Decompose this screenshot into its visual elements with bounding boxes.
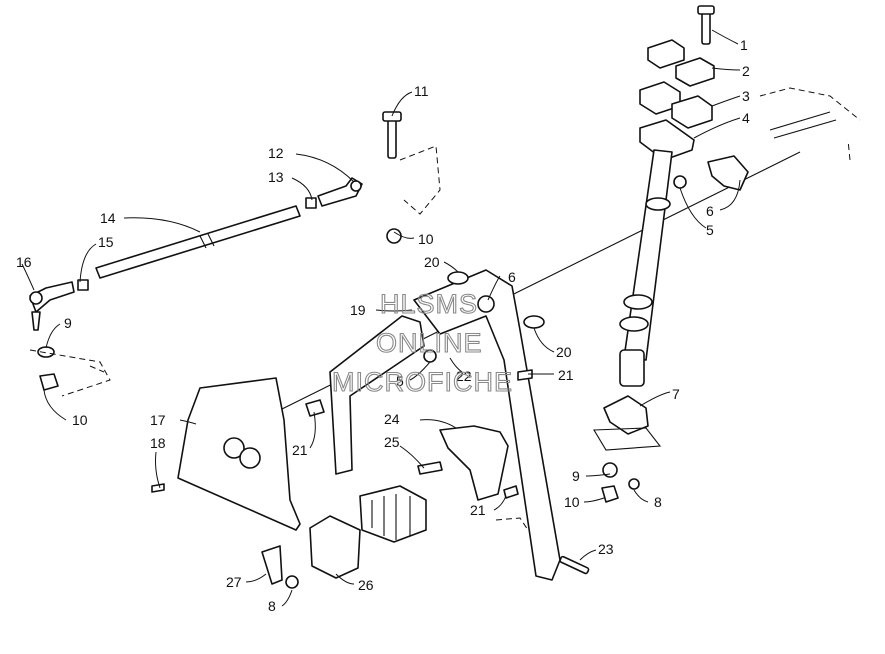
cable-clip-top <box>447 271 469 285</box>
handlebar-outline-lower <box>847 139 851 161</box>
control-box <box>309 515 361 579</box>
frame-hardware-dashed <box>495 517 529 531</box>
steering-support-main <box>413 269 561 581</box>
callout-20b: 20 <box>556 344 572 360</box>
post-collar <box>645 197 671 211</box>
callout-leaders <box>21 29 741 607</box>
box-nut-8 <box>285 575 299 589</box>
panel-screw-18 <box>151 483 165 493</box>
steering-arm-outline <box>399 145 441 215</box>
steering-arm <box>603 395 649 435</box>
control-box-bracket <box>261 545 283 585</box>
cable-clip-right <box>523 315 545 329</box>
steering-support-frame <box>305 269 590 581</box>
steering-support-left-leg <box>329 315 425 475</box>
callout-21b: 21 <box>292 442 308 458</box>
post-bushing-ring-lower <box>619 316 649 332</box>
panel-hole-right <box>239 447 261 469</box>
callout-5: 5 <box>706 222 714 238</box>
tie-rod-jam-nut-right <box>305 197 317 209</box>
handlebar-block-right <box>671 95 713 129</box>
callout-25: 25 <box>384 434 400 450</box>
handlebar-bolt <box>701 9 711 45</box>
callout-26: 26 <box>358 577 374 593</box>
callout-14: 14 <box>100 210 116 226</box>
nut-right <box>601 485 619 503</box>
callout-7: 7 <box>672 386 680 402</box>
callout-22: 22 <box>456 368 472 384</box>
handlebar-outline <box>759 87 861 121</box>
callout-10: 10 <box>564 494 580 510</box>
callout-5b: 5 <box>396 373 404 389</box>
callout-17: 17 <box>150 412 166 428</box>
arm-support <box>593 427 662 451</box>
callout-20a: 20 <box>424 254 440 270</box>
tie-rod-assembly <box>29 111 441 397</box>
post-lower-sleeve <box>619 349 645 387</box>
callout-11: 11 <box>414 83 429 99</box>
handlebar-bolt-long <box>769 111 837 139</box>
callout-8: 8 <box>654 494 662 510</box>
callout-21c: 21 <box>470 502 486 518</box>
cap-nut-right <box>628 478 640 490</box>
callout-24: 24 <box>384 411 400 427</box>
callout-9: 9 <box>572 468 580 484</box>
frame-stud-21-lower <box>503 485 519 499</box>
watermark-line-3: MICROFICHE <box>332 367 513 397</box>
callout-9b: 9 <box>64 315 72 331</box>
tie-rod-tube <box>95 205 301 279</box>
watermark-line-1: HLSMS <box>380 289 478 319</box>
tie-rod-jam-nut-left <box>77 279 89 291</box>
frame-stud-21-right <box>517 369 533 381</box>
support-grommet <box>477 295 495 313</box>
tie-rod-bolt <box>387 117 397 159</box>
callout-12: 12 <box>268 145 284 161</box>
tie-rod-end-left-stud <box>31 311 41 331</box>
callout-10b: 10 <box>418 231 434 247</box>
tie-rod-lock-nut <box>386 228 402 244</box>
tie-rod-end-left-eye <box>29 291 43 305</box>
callout-8b: 8 <box>268 598 276 614</box>
callout-16: 16 <box>16 254 32 270</box>
handlebar-cap-right <box>675 57 715 87</box>
callout-labels: 1 2 3 4 5 6 7 8 9 10 11 12 13 10 14 15 1… <box>16 37 750 614</box>
tie-rod-end-right-eye <box>350 180 362 192</box>
handlebar-cap-left <box>647 39 685 69</box>
post-bushing-ring <box>623 294 653 310</box>
callout-6: 6 <box>706 203 714 219</box>
support-bracket-24 <box>439 425 509 501</box>
steering-post-assembly <box>593 5 749 503</box>
callout-6b: 6 <box>508 269 516 285</box>
frame-bolt-25 <box>417 461 443 475</box>
callout-15: 15 <box>98 234 114 250</box>
callout-3: 3 <box>742 88 750 104</box>
switch-assembly <box>359 485 427 543</box>
bushing-bracket-right <box>707 155 749 191</box>
callout-2: 2 <box>742 63 750 79</box>
watermark: HLSMS ONLINE MICROFICHE <box>331 288 513 397</box>
callout-4: 4 <box>742 110 750 126</box>
bushing-5-right <box>673 175 687 189</box>
washer-right <box>602 462 618 478</box>
spindle-arm-outline <box>29 349 111 397</box>
callout-1: 1 <box>740 37 748 53</box>
frame-bolt-23 <box>559 555 590 575</box>
watermark-line-2: ONLINE <box>376 328 483 358</box>
callout-23: 23 <box>598 541 614 557</box>
callout-21a: 21 <box>558 367 574 383</box>
frame-nut-21-left <box>305 399 325 417</box>
handlebar-bolt-head <box>697 5 715 15</box>
callout-13: 13 <box>268 169 284 185</box>
callout-18: 18 <box>150 435 166 451</box>
callout-10c: 10 <box>72 412 88 428</box>
tie-rod-break <box>199 233 215 249</box>
panel-hole-left <box>223 437 245 459</box>
callout-19: 19 <box>350 302 366 318</box>
tie-rod-bolt-head <box>382 111 402 122</box>
callout-27: 27 <box>226 574 242 590</box>
nut-left <box>39 373 59 391</box>
